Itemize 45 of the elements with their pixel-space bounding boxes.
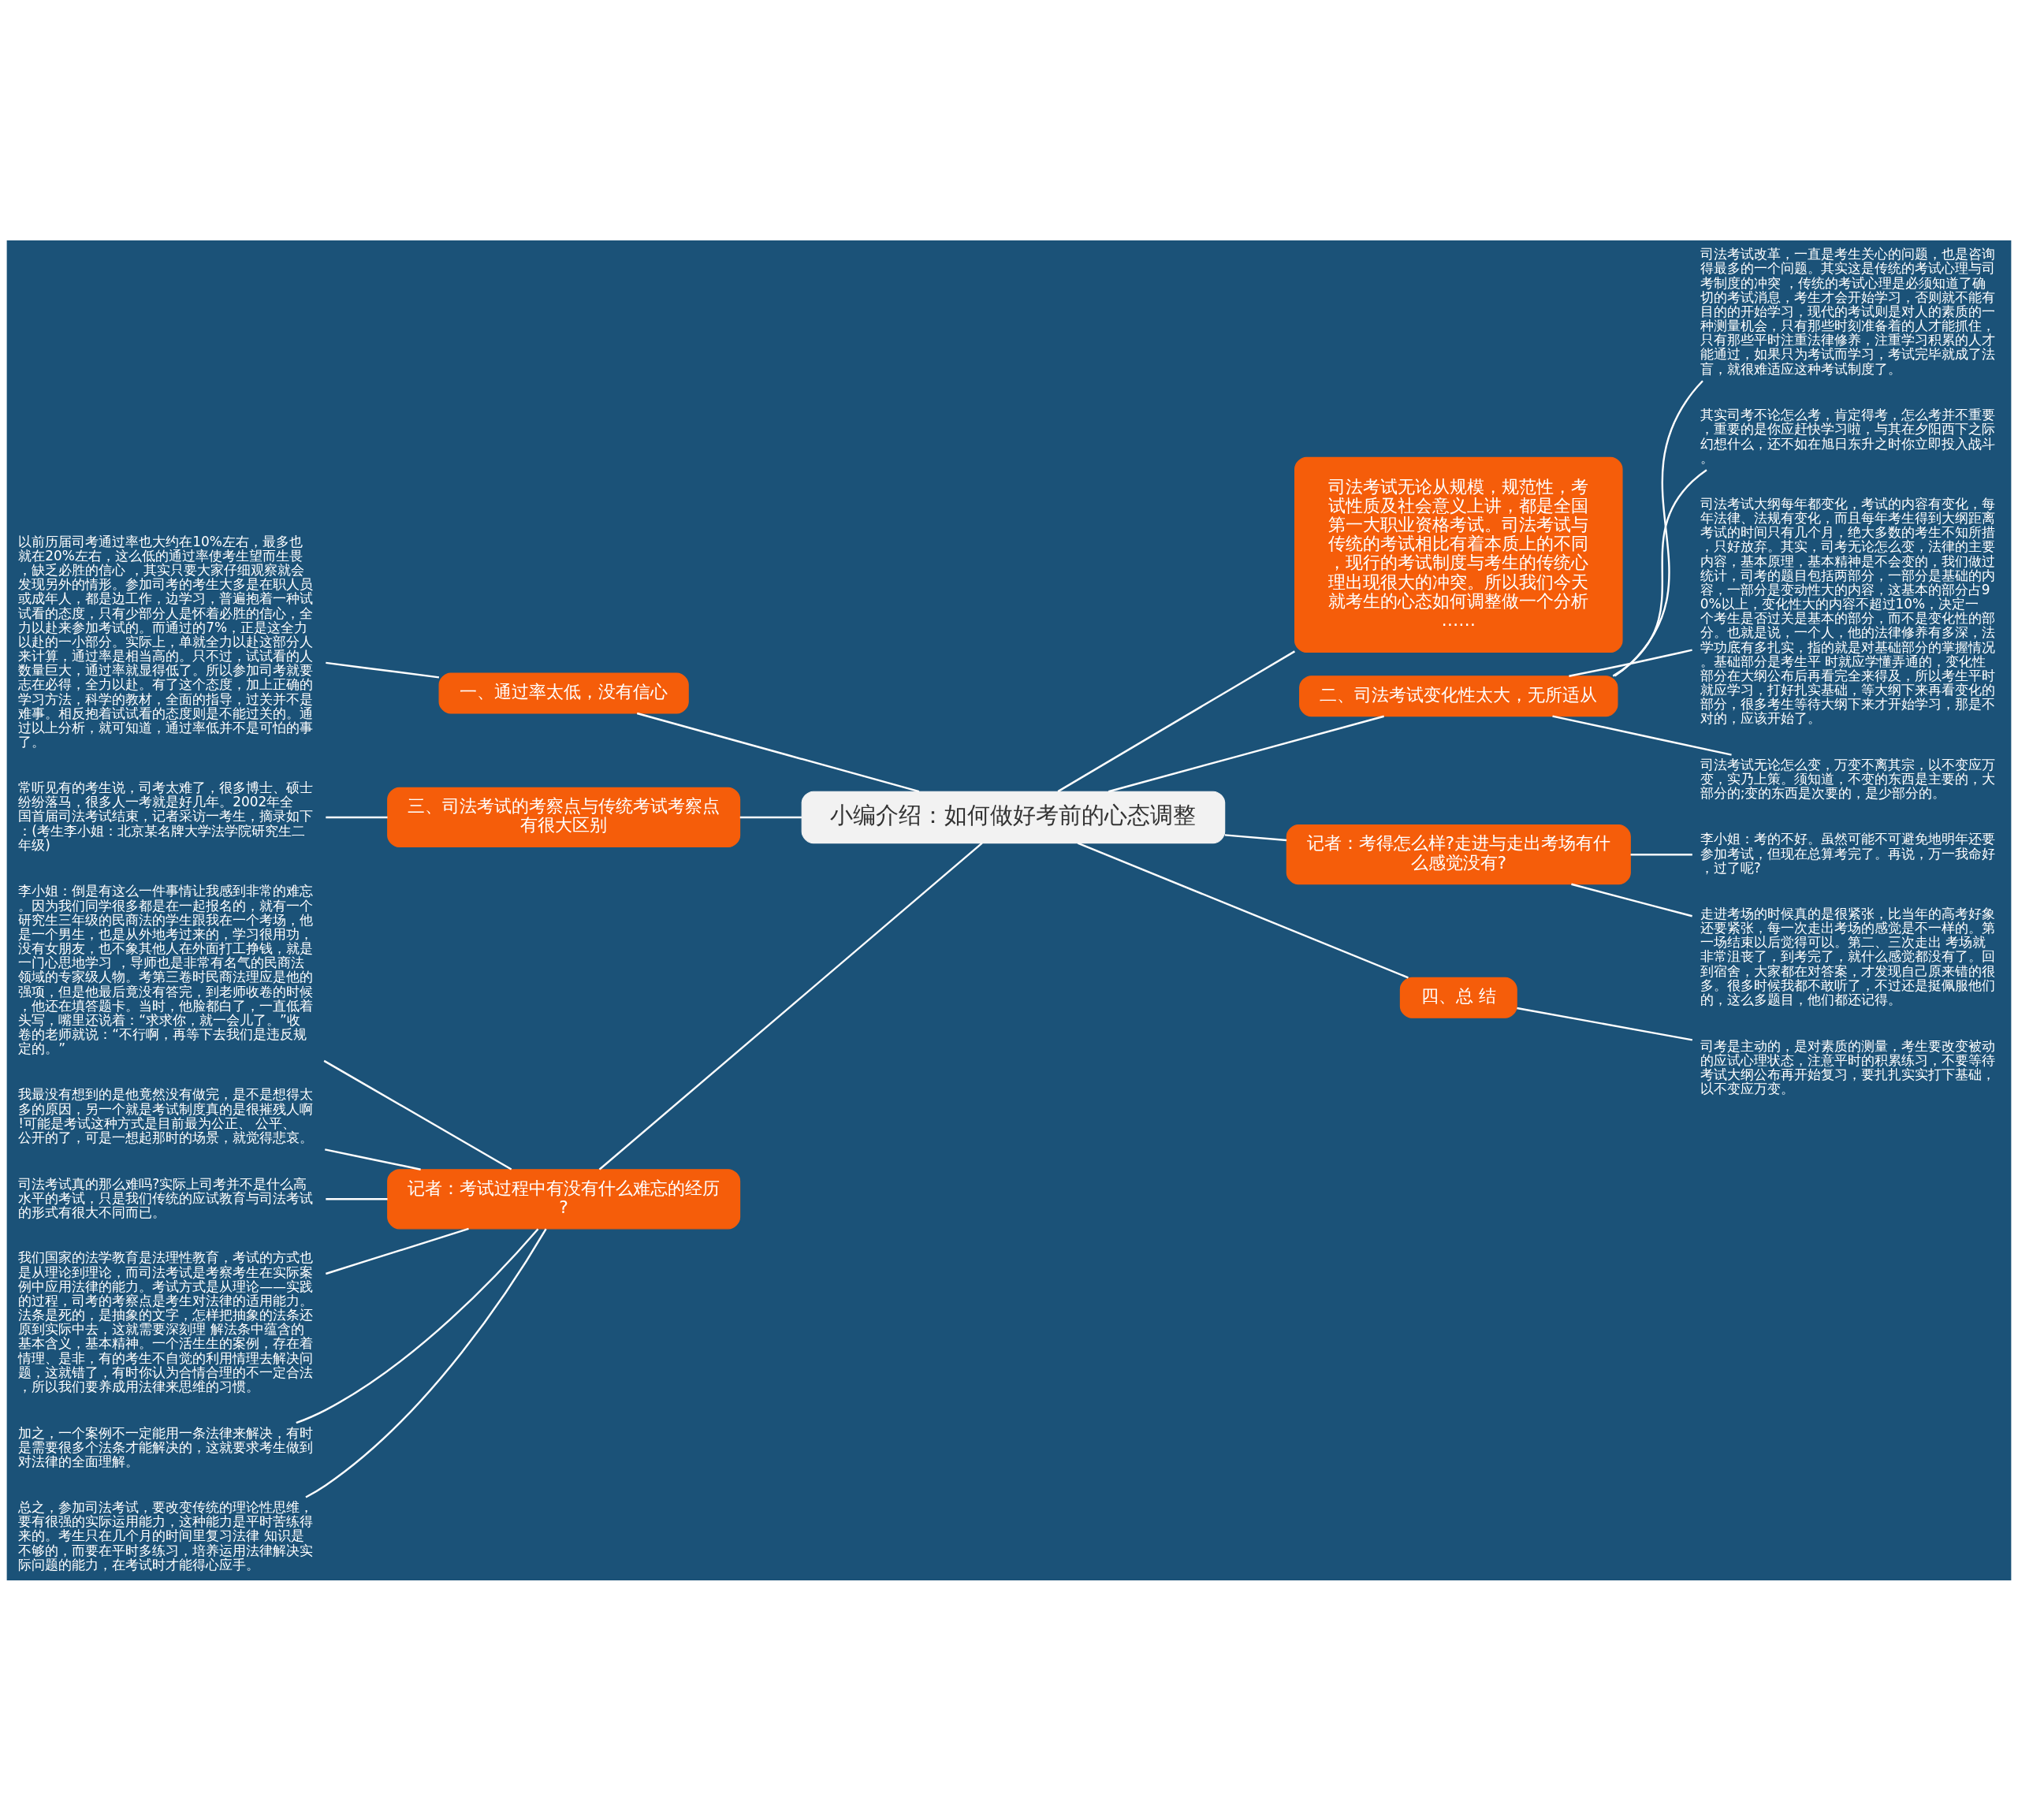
node-box: 四、总 结 bbox=[1399, 977, 1517, 1018]
node-box: 小编介绍：如何做好考前的心态调整 bbox=[801, 791, 1226, 843]
connector bbox=[1569, 648, 1692, 677]
connector bbox=[326, 1197, 388, 1200]
node-box: 记者：考得怎么样?走进与走出考场有什么感觉没有? bbox=[1286, 824, 1631, 884]
node-text: 常听见有的考生说，司考太难了，很多博士、硕士纷纷落马，很多人一考就是好几年。2002年全国首届司法考试结束，记者采访一考生，摘录如下：(考生李小姐：北京某名牌大学法学院研究生二年级) bbox=[18, 779, 314, 853]
node-text: 司法考试真的那么难吗?实际上司考并不是什么高水平的考试，只是我们传统的应试教育与司法考试的形式有很大不同而已。 bbox=[18, 1175, 314, 1220]
node-text: 总之，参加司法考试，要改变传统的理论性思维，要有很强的实际运用能力，这种能力是平时苦练得来的。考生只在几个月的时间里复习法律 知识是不够的，而要在平时多练习，培养运用法律解决实际问题的能力，在考试时才能得心应手。 bbox=[18, 1498, 314, 1572]
node-text: 司法考试改革，一直是考生关心的问题，也是咨询得最多的一个问题。其实这是传统的考试心理与司考制度的冲突 ，传统的考试心理是必须知道了确切的考试消息，考生才会开始学习，否则就不能有目的的开始学习，现代的考试则是对人的素质的一种测量机会，只有那些时刻准备着的人才能抓住，只有那些平时注重法律修养，注重学习积累的人才能通过，如果只为考试而学习，考试完毕就成了法盲，就很难适应这种考试制度了。 bbox=[1700, 245, 1995, 377]
node-text: 司法考试无论怎么变，万变不离其宗，以不变应万变，实乃上策。须知道，不变的东西是主要的，大部分的;变的东西是次要的，是少部分的。 bbox=[1700, 756, 1995, 801]
node-box: 记者：考试过程中有没有什么难忘的经历? bbox=[387, 1168, 741, 1229]
connector bbox=[1571, 883, 1692, 917]
connector bbox=[1224, 833, 1287, 841]
connector bbox=[636, 712, 920, 792]
node-text: 加之，一个案例不一定能用一条法律来解决，有时是需要很多个法条才能解决的，这就要求考生做到对法律的全面理解。 bbox=[18, 1424, 314, 1469]
connector bbox=[325, 1148, 421, 1171]
connector bbox=[1077, 842, 1409, 978]
connector bbox=[1057, 649, 1296, 792]
connector bbox=[1552, 714, 1732, 756]
node-box: 司法考试无论从规模，规范性，考试性质及社会意义上讲，都是全国第一大职业资格考试。司法考试与传统的考试相比有着本质上的不同，现行的考试制度与考生的传统心理出现很大的冲突。所以我们今天就考生的心态如何调整做一个分析…… bbox=[1294, 456, 1623, 653]
connector bbox=[1612, 468, 1707, 677]
node-text: 李小姐：倒是有这么一件事情让我感到非常的难忘。因为我们同学很多都是在一起报名的，就有一个研究生三年级的民商法的学生跟我在一个考场，他是一个男生，也是从外地考过来的，学习很用功，没有女朋友，也不象其他人在外面打工挣钱，就是一门心思地学习 ，导师也是非常有名气的民商法领域的专家级人物。考第三卷时民商法理应是他的强项，但是他最后竟没有答完，到老师收卷的时候，他还在填答题卡。当时，他脸都白了，一直低着头写，嘴里还说着：“求求你，就一会儿了。”收卷的老师就说：“不行啊，再等下去我们是违反规定的。” bbox=[18, 882, 314, 1056]
connector bbox=[305, 1228, 547, 1498]
connector bbox=[739, 816, 802, 818]
node-text: 其实司考不论怎么考，肯定得考，怎么考并不重要，重要的是你应赶快学习啦，与其在夕阳西下之际幻想什么，还不如在旭日东升之时你立即投入战斗。 bbox=[1700, 406, 1995, 466]
connector bbox=[1517, 1007, 1693, 1041]
connector bbox=[326, 816, 388, 818]
connector bbox=[1108, 715, 1384, 792]
connector bbox=[1630, 853, 1692, 855]
connector bbox=[325, 1227, 469, 1275]
connector bbox=[598, 842, 983, 1171]
connector bbox=[326, 661, 440, 679]
connector bbox=[323, 1059, 512, 1170]
node-text: 以前历届司考通过率也大约在10%左右，最多也就在20%左右，这么低的通过率使考生望而生畏，缺乏必胜的信心 ，其实只要大家仔细观察就会发现另外的情形。参加司考的考生大多是在职人员或成年人，都是边工作，边学习，普遍抱着一种试试看的态度，只有少部分人是怀着必胜的信心，全力以赴来参加考试的。而通过的7%，正是这全力以赴的一小部分。实际上，单就全力以赴这部分人来计算，通过率是相当高的。只不过，试试看的人数量巨大，通过率就显得低了。所以参加司考就要志在必得，全力以赴。有了这个态度，加上正确的学习方法，科学的教材，全面的指导，过关并不是难事。相反抱着试试看的态度则是不能过关的。通过以上分析，就可知道，通过率低并不是可怕的事了。 bbox=[18, 533, 314, 750]
connector bbox=[1614, 379, 1703, 676]
node-box: 三、司法考试的考察点与传统考试考察点有很大区别 bbox=[387, 787, 741, 847]
node-text: 司法考试大纲每年都变化，考试的内容有变化，每年法律、法规有变化，而且每年考生得到大纲距离考试的时间只有几个月，绝大多数的考生不知所措，只好放弃。其实，司考无论怎么变，法律的主要内容，基本原理，基本精神是不会变的，我们做过统计，司考的题目包括两部分，一部分是基础的内容，一部分是变动性大的内容，这基本的部分占90%以上，变化性大的内容不超过10%，决定一个考生是否过关是基本的部分，而不是变化性的部分。也就是说，一个人，他的法律修养有多深，法学功底有多扎实，指的就是对基础部分的掌握情况。基础部分是考生平 时就应学懂弄通的，变化性部分在大纲公布后再看完全来得及，所以考生平时就应学习，打好扎实基础，等大纲下来再看变化的部分，很多考生等待大纲下来才开始学习，那是不对的，应该开始了。 bbox=[1700, 495, 1995, 726]
node-text: 司考是主动的，是对素质的测量，考生要改变被动的应试心理状态，注意平时的积累练习，不要等待考试大纲公布再开始复习，要扎扎实实打下基础，以不变应万变。 bbox=[1700, 1037, 1995, 1096]
node-text: 我们国家的法学教育是法理性教育，考试的方式也是从理论到理论，而司法考试是考察考生在实际案例中应用法律的能力。考试方式是从理论——实践的过程，司考的考察点是考生对法律的适用能力。法条是死的，是抽象的文字，怎样把抽象的法条还原到实际中去，这就需要深刻理 解法条中蕴含的基本含义，基本精神。一个活生生的案例，存在着情理、是非，有的考生不自觉的利用情理去解决问题，这就错了，有时你认为合情合理的不一定合法，所以我们要养成用法律来思维的习惯。 bbox=[18, 1249, 314, 1394]
node-box: 二、司法考试变化性太大，无所适从 bbox=[1299, 675, 1618, 716]
connector bbox=[296, 1227, 539, 1424]
node-text: 李小姐：考的不好。虽然可能不可避免地明年还要参加考试，但现在总算考完了。再说，万一我命好，过了呢? bbox=[1700, 830, 1995, 876]
node-text: 走进考场的时候真的是很紧张，比当年的高考好象还要紧张，每一次走出考场的感觉是不一样的。第一场结束以后觉得可以。第二、三次走出 考场就非常沮丧了，到考完了，就什么感觉都没有了。回到宿舍，大家都在对答案，才发现自己原来错的很多。很多时候我都不敢听了，不过还是挺佩服他们的，这么多题目，他们都还记得。 bbox=[1700, 905, 1995, 1007]
node-text: 我最没有想到的是他竟然没有做完，是不是想得太多的原因，另一个就是考试制度真的是很摧残人啊!可能是考试这种方式是目前最为公正、 公平、公开的了，可是一想起那时的场景，就觉得悲哀。 bbox=[18, 1085, 314, 1145]
node-box: 一、通过率太低，没有信心 bbox=[438, 672, 689, 714]
